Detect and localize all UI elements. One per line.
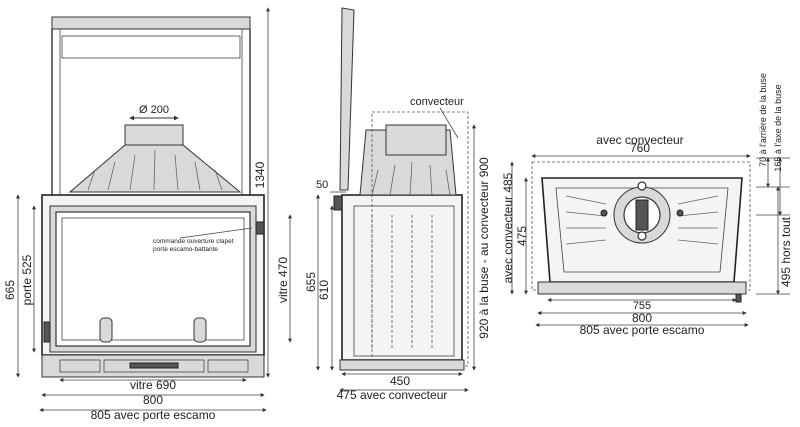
dim-flue-diameter: Ø 200: [139, 104, 169, 116]
side-base: [339, 359, 465, 371]
front-view: Ø 200 commande ouverture cla: [3, 7, 292, 422]
hood-top-bar: [51, 16, 251, 30]
side-door-latch: [333, 195, 343, 211]
glass-inner-border: [61, 217, 245, 341]
dim-top-475: 475: [515, 226, 529, 246]
dim-door-525: porte 525: [20, 254, 34, 305]
top-ribs: [565, 195, 719, 245]
top-view: avec convecteur 760 755 800 805 avec por…: [501, 73, 793, 337]
dim-glass-width: vitre 690: [130, 378, 176, 392]
dim-total-height: 1340: [253, 161, 267, 188]
top-bolt-left: [600, 209, 608, 217]
dim-with-convector: avec convecteur: [596, 133, 683, 147]
top-front-plinth: [537, 281, 747, 295]
dim-top-805: 805 avec porte escamo: [580, 323, 705, 337]
side-inner-wall: [353, 205, 455, 357]
dim-655: 655: [304, 272, 318, 292]
clapet-control: [255, 221, 265, 235]
dim-top-800: 800: [632, 311, 652, 325]
dim-width-805: 805 avec porte escamo: [91, 408, 216, 422]
top-bolt-top: [637, 181, 647, 191]
side-flue-collar: [385, 124, 447, 156]
smoke-chamber-ribs: [87, 149, 223, 191]
dim-165: 165 à l'axe de la buse: [773, 84, 783, 171]
left-handle: [99, 317, 113, 343]
top-bolt-right: [676, 209, 684, 217]
dim-depth-485: avec convecteur 485: [501, 172, 515, 283]
label-convecteur: convecteur: [410, 96, 464, 108]
dim-width-800: 800: [143, 393, 163, 407]
convecteur-leader: [439, 107, 459, 139]
raised-door-panel: [339, 7, 355, 191]
side-chamber-ribs: [371, 161, 451, 196]
dim-depth-450: 450: [390, 374, 410, 388]
ash-drawer-slot: [129, 362, 179, 369]
dim-depth-475: 475 avec convecteur: [337, 388, 448, 402]
smoke-chamber: [68, 144, 242, 193]
side-body: [341, 194, 463, 361]
dim-755: 755: [633, 300, 651, 312]
side-internal-ribs: [371, 215, 433, 350]
flue-collar: [124, 124, 184, 146]
top-flue-damper: [635, 199, 649, 231]
door-hinge: [43, 321, 51, 343]
base-panel-right: [207, 359, 249, 373]
note-clapet-line2: porte escamo-battante: [153, 246, 218, 253]
top-bolt-bottom: [637, 231, 647, 241]
dim-height-665: 665: [3, 280, 17, 300]
top-control: [735, 293, 742, 303]
dim-50: 50: [316, 179, 328, 191]
dim-glass-height: vitre 470: [276, 257, 290, 303]
note-leader: [179, 227, 253, 239]
hood-panel: [61, 35, 241, 59]
base-panel-left: [59, 359, 101, 373]
dim-flue-height: 920 à la buse - au convecteur 900: [477, 157, 491, 339]
dim-70: 70 à l'arrière de la buse: [758, 73, 768, 167]
side-view: convecteur 50 655 610 920 à la buse - au…: [304, 7, 491, 402]
note-clapet-line1: commande ouverture clapet: [153, 238, 234, 245]
door-glass: [55, 211, 251, 347]
base-panel-center: [103, 359, 205, 373]
dim-495: 495 hors tout: [779, 216, 793, 287]
dim-610: 610: [317, 280, 331, 300]
top-inner-wall: [555, 187, 729, 273]
dim-760: 760: [630, 141, 650, 155]
right-handle: [193, 317, 207, 343]
